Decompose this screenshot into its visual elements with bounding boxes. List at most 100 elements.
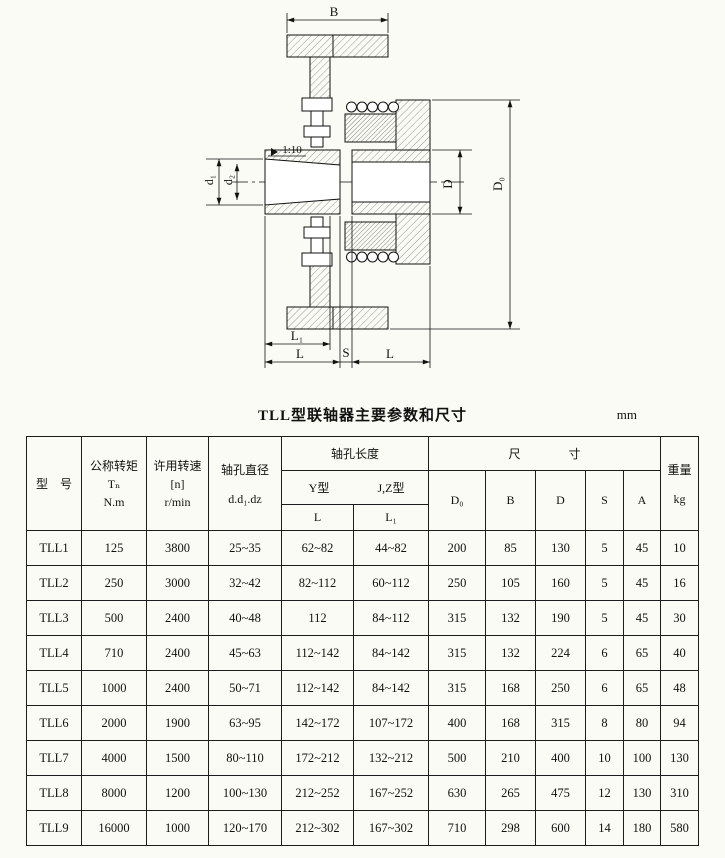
- table-cell: 62~82: [281, 530, 354, 566]
- dim-label-taper: 1:10: [282, 144, 302, 156]
- table-cell: 8: [585, 705, 624, 741]
- taper-arrow-icon: [271, 148, 278, 156]
- table-cell: 45: [623, 565, 661, 601]
- header-col-l: L: [281, 504, 354, 531]
- table-cell: 315: [535, 705, 586, 741]
- table-cell: 125: [81, 530, 147, 566]
- table-cell: 142~172: [281, 705, 354, 741]
- table-title: TLL型联轴器主要参数和尺寸: [257, 408, 468, 424]
- header-weight-line1: 重量: [667, 462, 692, 477]
- header-speed-line2: [n]: [170, 476, 185, 491]
- table-cell: 315: [428, 600, 486, 636]
- table-cell: 50~71: [208, 670, 282, 706]
- table-cell: 63~95: [208, 705, 282, 741]
- table-cell: 190: [535, 600, 586, 636]
- table-cell: 10: [660, 530, 699, 566]
- table-cell: 65: [623, 670, 661, 706]
- table-cell: 82~112: [281, 565, 354, 601]
- table-cell: 45~63: [208, 635, 282, 671]
- table-cell: 8000: [81, 775, 147, 811]
- header-bore-line2: d.d₁.dz: [228, 491, 262, 506]
- header-speed-line1: 许用转速: [153, 458, 202, 473]
- table-cell: 10: [585, 740, 624, 776]
- table-cell: 94: [660, 705, 699, 741]
- table-cell: 500: [81, 600, 147, 636]
- header-bore-diameter: 轴孔直径 d.d₁.dz: [208, 436, 282, 531]
- table-cell: 16000: [81, 810, 147, 846]
- table-cell: 84~112: [353, 600, 429, 636]
- table-cell: 44~82: [353, 530, 429, 566]
- header-bore-types: Y型 J,Z型: [281, 470, 429, 505]
- table-cell: 710: [428, 810, 486, 846]
- dim-label-b: B: [330, 4, 339, 19]
- table-cell: TLL8: [26, 775, 82, 811]
- table-cell: 315: [428, 670, 486, 706]
- table-cell: 6: [585, 635, 624, 671]
- table-cell: 180: [623, 810, 661, 846]
- table-cell: 112~142: [281, 635, 354, 671]
- header-col-d0: D₀: [428, 470, 486, 531]
- table-cell: 3000: [146, 565, 209, 601]
- table-cell: 167~252: [353, 775, 429, 811]
- bolt-bottom: [301, 216, 333, 267]
- table-cell: TLL6: [26, 705, 82, 741]
- table-cell: 500: [428, 740, 486, 776]
- dim-label-d1: d₁: [202, 175, 216, 185]
- table-cell: 14: [585, 810, 624, 846]
- table-cell: TLL9: [26, 810, 82, 846]
- header-torque-line1: 公称转矩: [89, 458, 138, 473]
- table-cell: 298: [485, 810, 536, 846]
- title-row: TLL型联轴器主要参数和尺寸 mm: [0, 404, 725, 428]
- table-cell: 1000: [81, 670, 147, 706]
- table-cell: 265: [485, 775, 536, 811]
- header-speed: 许用转速 [n] r/min: [146, 436, 209, 531]
- table-cell: 1500: [146, 740, 209, 776]
- table-cell: 12: [585, 775, 624, 811]
- dim-label-d2: d₂: [221, 175, 235, 185]
- table-cell: 30: [660, 600, 699, 636]
- header-torque-line2: Tₙ: [107, 476, 121, 491]
- table-cell: 630: [428, 775, 486, 811]
- table-cell: 2000: [81, 705, 147, 741]
- table-cell: 250: [535, 670, 586, 706]
- header-weight-line2: kg: [673, 491, 686, 506]
- header-bore-line1: 轴孔直径: [220, 462, 269, 477]
- table-cell: 100: [623, 740, 661, 776]
- table-cell: TLL3: [26, 600, 82, 636]
- dimension-lines: [206, 13, 520, 368]
- table-cell: TLL1: [26, 530, 82, 566]
- table-cell: 580: [660, 810, 699, 846]
- parameters-table: 型 号 公称转矩 Tₙ N.m 许用转速 [n] r/min 轴孔直径 d.d₁: [26, 436, 699, 846]
- table-cell: 132: [485, 635, 536, 671]
- table-cell: 212~252: [281, 775, 354, 811]
- dim-label-l-right: L: [386, 346, 394, 361]
- table-cell: 45: [623, 600, 661, 636]
- table-cell: TLL2: [26, 565, 82, 601]
- header-col-l1: L₁: [353, 504, 429, 531]
- table-header: 型 号 公称转矩 Tₙ N.m 许用转速 [n] r/min 轴孔直径 d.d₁: [26, 436, 699, 531]
- table-cell: 250: [81, 565, 147, 601]
- table-cell: 130: [623, 775, 661, 811]
- table-cell: 2400: [146, 670, 209, 706]
- bolt-top: [301, 97, 333, 148]
- table-cell: 167~302: [353, 810, 429, 846]
- table-cell: 84~142: [353, 635, 429, 671]
- dim-label-s: S: [342, 345, 349, 360]
- table-cell: 40~48: [208, 600, 282, 636]
- table-cell: 400: [428, 705, 486, 741]
- table-cell: 130: [535, 530, 586, 566]
- table-cell: 112~142: [281, 670, 354, 706]
- table-cell: 310: [660, 775, 699, 811]
- header-torque: 公称转矩 Tₙ N.m: [81, 436, 147, 531]
- dim-label-l-left: L: [296, 346, 304, 361]
- table-cell: 100~130: [208, 775, 282, 811]
- table-cell: 315: [428, 635, 486, 671]
- header-col-s: S: [585, 470, 624, 531]
- header-col-a: A: [623, 470, 661, 531]
- table-cell: 1000: [146, 810, 209, 846]
- header-bore-length: 轴孔长度: [281, 436, 429, 471]
